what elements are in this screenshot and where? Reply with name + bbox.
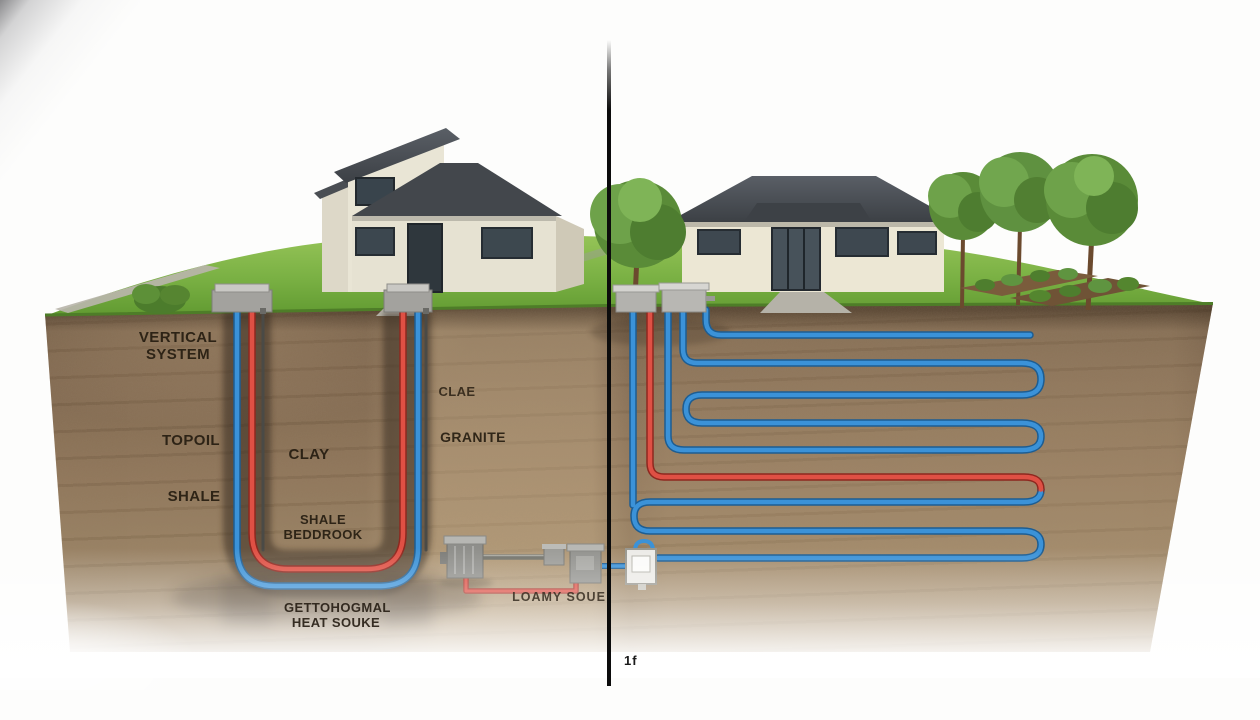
- manifold-box: [612, 282, 715, 313]
- label-shale-bedrock: SHALE BEDDROOK: [283, 512, 363, 542]
- walkway: [760, 292, 852, 313]
- slinky-loop-blue: [665, 307, 1044, 453]
- house-right: [668, 176, 958, 313]
- label-loamy-soil: LOAMY SOUE: [512, 590, 606, 604]
- sliding-glass-door: [771, 227, 821, 291]
- label-clay-left: CLAY: [288, 446, 330, 463]
- window: [481, 227, 533, 259]
- label-scale-marker: 1f: [624, 653, 638, 668]
- label-topsoil: TOPOIL: [162, 432, 220, 449]
- window: [355, 227, 395, 256]
- tree: [590, 178, 686, 323]
- garden-bed: [960, 268, 1150, 306]
- bush: [132, 284, 190, 314]
- wellhead-cap: [211, 283, 433, 314]
- tree: [1044, 154, 1138, 311]
- front-door: [407, 223, 443, 293]
- label-geothermal-heat-source: GETTOHOGMAL HEAT SOUKE: [284, 600, 391, 630]
- window: [835, 227, 889, 257]
- slinky-loop-red: [647, 307, 1044, 492]
- label-shale: SHALE: [167, 488, 221, 505]
- label-granite: GRANITE: [440, 429, 506, 445]
- house-left: [314, 128, 584, 316]
- window: [897, 231, 937, 255]
- junction-box: [543, 547, 565, 566]
- window: [697, 229, 741, 255]
- label-clay-right: CLAE: [438, 384, 476, 399]
- pipe-hook: [633, 538, 655, 552]
- label-vertical-system: VERTICAL SYSTEM: [138, 329, 218, 363]
